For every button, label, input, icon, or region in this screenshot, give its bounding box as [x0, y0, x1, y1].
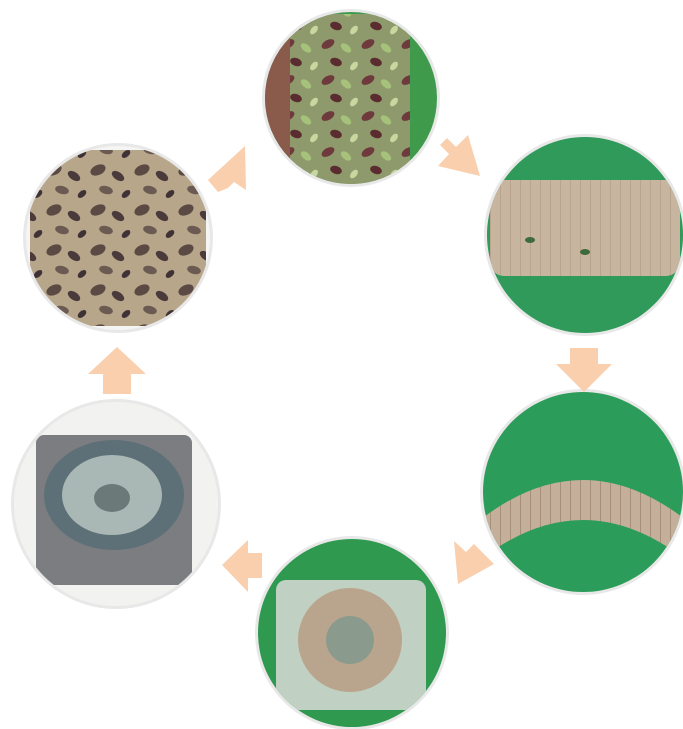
photo-rolled-bundle-icon [484, 134, 683, 338]
photo-printed-fabric-icon [23, 143, 213, 333]
arrow-1-to-2-icon [438, 135, 480, 176]
photo-tied-bundle-icon [480, 389, 683, 595]
arrow-6-to-1-icon [208, 146, 246, 192]
arrow-3-to-4-icon [454, 541, 494, 584]
arrow-4-to-5-icon [222, 540, 262, 592]
arrow-5-to-6-icon [88, 347, 146, 394]
arrow-2-to-3-icon [556, 348, 612, 392]
photo-coiled-bundle-in-bag-icon [255, 536, 449, 729]
photo-leaves-on-green-fabric-icon [260, 8, 450, 198]
photo-bundle-in-steel-pot-icon [11, 399, 221, 609]
